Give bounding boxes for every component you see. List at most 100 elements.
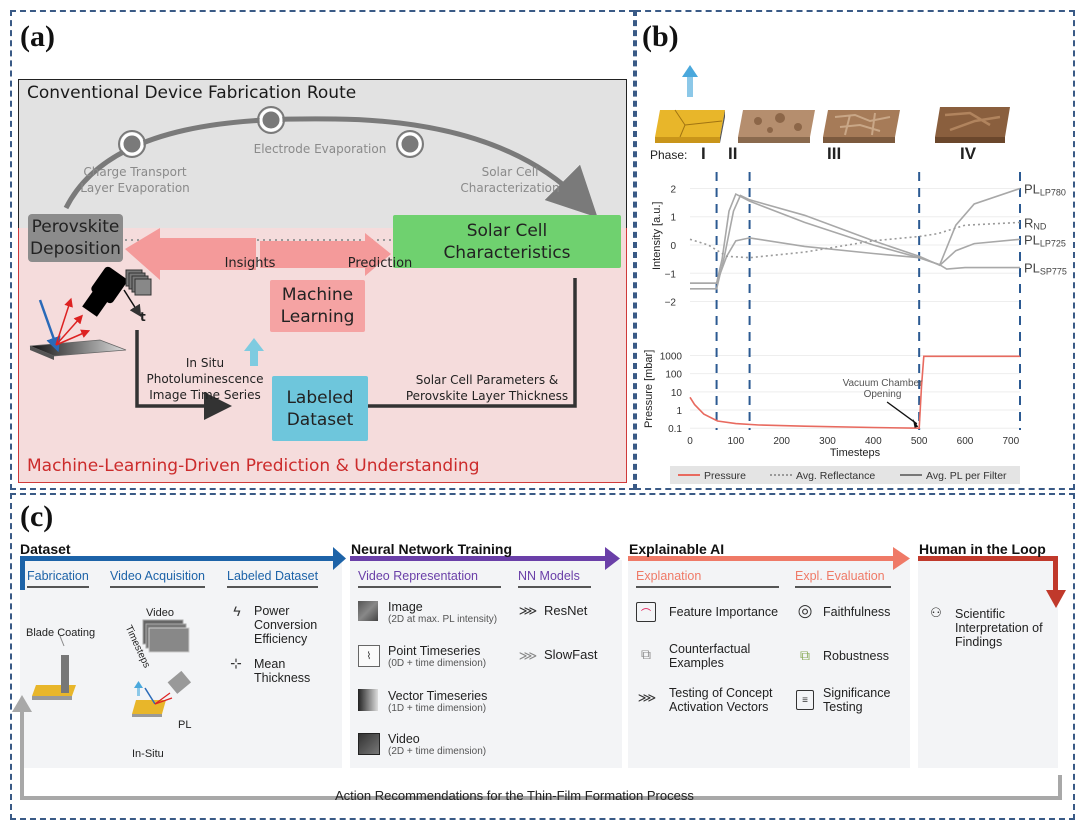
series-label-lp780: PLLP780 xyxy=(1024,181,1066,197)
label-line: Perovskite Layer Thickness xyxy=(405,389,569,403)
point-timeseries-icon: ⌇ xyxy=(358,645,380,667)
legend-label: Avg. PL per Filter xyxy=(926,470,1007,482)
phase-i-film-icon xyxy=(655,65,725,143)
step-electrode: Electrode Evaporation xyxy=(253,142,387,156)
representation-video: Video (2D + time dimension) xyxy=(388,732,486,758)
nn-column xyxy=(350,560,622,768)
robustness-icon: ⧉ xyxy=(800,646,810,663)
annotation-line: Vacuum Chamber xyxy=(843,378,924,389)
item-line: Findings xyxy=(955,635,1003,649)
phase-ii-label: II xyxy=(728,144,738,163)
annotation-arrow-head xyxy=(912,418,919,428)
label-line: Mean xyxy=(254,657,286,671)
representation-name: Vector Timeseries xyxy=(388,689,488,703)
representation-name: Point Timeseries xyxy=(388,644,481,658)
image-representation-icon xyxy=(358,601,378,621)
feedback-label: Action Recommendations for the Thin-Film… xyxy=(335,788,694,803)
dataset-arrow-stem xyxy=(20,556,25,590)
prediction-arrow xyxy=(260,233,391,276)
subhead-video-acquisition: Video Acquisition xyxy=(110,569,205,588)
phase-axis: Phase: xyxy=(650,148,687,162)
model-resnet: ResNet xyxy=(544,603,588,618)
label-line: Power xyxy=(254,604,290,618)
y-tick-label: 100 xyxy=(665,370,682,381)
label-line: Conversion xyxy=(254,618,318,632)
legend-label: Pressure xyxy=(704,470,746,482)
x-tick-label: 500 xyxy=(911,436,928,447)
dataset-column xyxy=(20,560,342,768)
machine-learning-node[interactable]: Machine Learning xyxy=(270,280,365,332)
nn-section-title: Neural Network Training xyxy=(351,541,513,557)
evaluation-robustness: Robustness xyxy=(823,649,889,663)
phase-iii-film-icon xyxy=(823,110,900,143)
representation-image: Image (2D at max. PL intensity) xyxy=(388,600,497,626)
hitl-section-title: Human in the Loop xyxy=(919,541,1046,557)
hitl-arrow-head xyxy=(1046,590,1066,608)
representation-desc: (0D + time dimension) xyxy=(388,658,487,669)
x-tick-label: 300 xyxy=(819,436,836,447)
evaluation-significance: Significance Testing xyxy=(823,686,890,714)
x-tick-label: 100 xyxy=(727,436,744,447)
nn-arrow-head xyxy=(605,547,620,570)
representation-point-timeseries: Point Timeseries (0D + time dimension) xyxy=(388,644,486,670)
in-situ-label: In-Situ xyxy=(132,748,164,760)
labeled-dataset-node[interactable]: Labeled Dataset xyxy=(272,376,368,441)
panel-a-label: (a) xyxy=(20,20,55,53)
people-discussion-icon: ⚇ xyxy=(930,605,942,620)
subhead-labeled-dataset: Labeled Dataset xyxy=(227,569,319,588)
feedback-loop-line xyxy=(20,710,1062,800)
time-label: t xyxy=(140,310,146,324)
video-representation-icon xyxy=(358,733,380,755)
item-line: Interpretation of xyxy=(955,621,1043,635)
emission-ray xyxy=(55,314,83,346)
panel-b-frame xyxy=(635,10,1075,490)
lower-y-axis-label: Pressure [mbar] xyxy=(643,350,655,428)
explanation-counterfactual: Counterfactual Examples xyxy=(669,642,750,670)
x-tick-label: 600 xyxy=(957,436,974,447)
prediction-label: Prediction xyxy=(347,256,413,271)
image-stack-icon xyxy=(125,269,152,296)
step-characterization: Solar Cell Characterization xyxy=(455,164,565,196)
panel-a-frame xyxy=(10,10,635,490)
step-line: Characterization xyxy=(460,181,560,195)
concept-activation-icon: ⋙ xyxy=(637,690,657,705)
nn-arrow-bar xyxy=(350,556,610,561)
route-step-node xyxy=(257,106,285,134)
item-line: Scientific xyxy=(955,607,1006,621)
video-acquisition-icon xyxy=(132,619,192,717)
solar-cell-characteristics-node[interactable]: Solar Cell Characteristics xyxy=(393,215,621,268)
node-line: Labeled xyxy=(286,387,354,408)
target-icon: ◎ xyxy=(797,601,813,620)
step-line: Charge Transport xyxy=(83,165,187,179)
subhead-nn-models: NN Models xyxy=(518,569,591,588)
feature-importance-icon: ⌒ xyxy=(636,602,656,622)
neural-network-icon: ⋙ xyxy=(518,648,538,663)
upper-y-axis-label: Intensity [a.u.] xyxy=(651,202,663,270)
item-line: Activation Vectors xyxy=(669,700,769,714)
phase-iv-label: IV xyxy=(960,144,977,163)
label-line: Solar Cell Parameters & xyxy=(415,373,559,387)
thickness-icon: ⊹ xyxy=(230,654,242,671)
pl-label: PL xyxy=(178,719,192,731)
explanation-tcav: Testing of Concept Activation Vectors xyxy=(669,686,773,714)
y-tick-label: 0.1 xyxy=(668,424,682,435)
hitl-column xyxy=(918,560,1058,768)
lightning-icon: ϟ xyxy=(233,603,241,619)
series-label-sp775: PLSP775 xyxy=(1024,261,1067,277)
representation-desc: (1D + time dimension) xyxy=(388,703,487,714)
subhead-explanation: Explanation xyxy=(636,569,779,588)
annotation-arrow xyxy=(886,401,918,425)
item-line: Robustness xyxy=(823,649,890,663)
item-line: Feature Importance xyxy=(669,605,779,619)
blade-coating-icon xyxy=(32,635,76,700)
representation-desc: (2D at max. PL intensity) xyxy=(388,614,498,625)
perovskite-deposition-node[interactable]: Perovskite Deposition xyxy=(28,214,123,262)
label-mean-thickness: Mean Thickness xyxy=(254,657,310,685)
sample-plate-icon xyxy=(29,339,127,360)
y-tick-label: 1 xyxy=(670,213,676,224)
x-tick-label: 200 xyxy=(773,436,790,447)
series-line-pl-lp725 xyxy=(690,194,1021,290)
y-tick-label: −1 xyxy=(665,269,677,280)
ml-route-title: Machine-Learning-Driven Prediction & Und… xyxy=(27,456,480,476)
